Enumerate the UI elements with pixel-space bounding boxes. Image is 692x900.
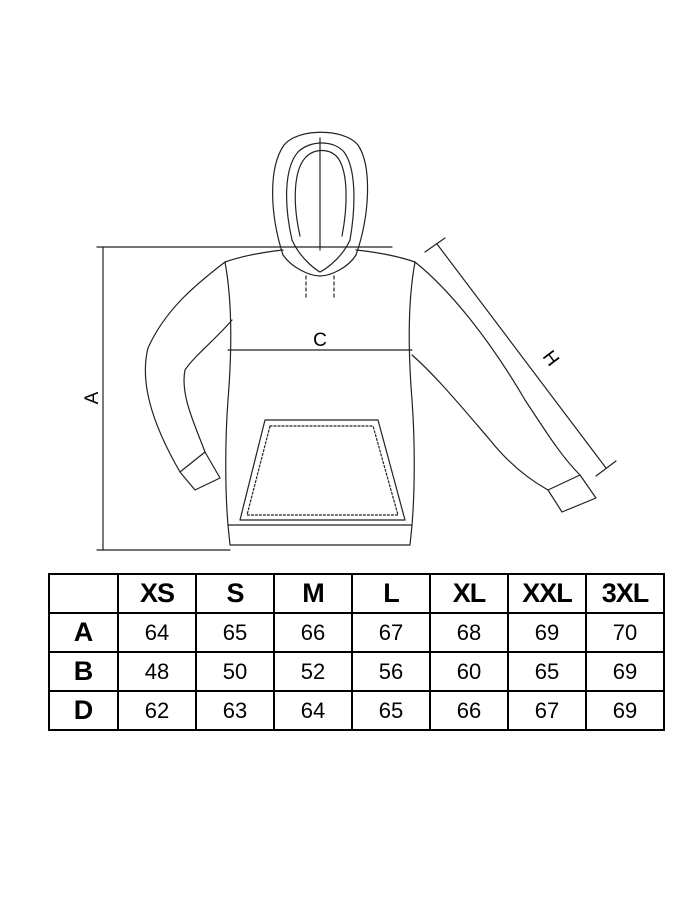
table-cell: 63 <box>195 690 275 731</box>
hood-inner-line <box>294 149 347 237</box>
size-chart-table: XS S M L XL XXL 3XL A 64 65 66 67 68 69 … <box>48 573 665 731</box>
body-right-side <box>408 261 416 526</box>
row-label: A <box>48 612 119 653</box>
hood-outline <box>272 131 369 256</box>
table-cell: 69 <box>585 651 665 692</box>
table-cell: 70 <box>585 612 665 653</box>
size-header: XL <box>429 573 509 614</box>
sleeve-right <box>414 261 581 476</box>
table-cell: 65 <box>195 612 275 653</box>
table-cell: 67 <box>351 612 431 653</box>
dim-h-line <box>436 243 607 469</box>
table-cell: 65 <box>507 651 587 692</box>
table-cell: 62 <box>117 690 197 731</box>
label-a: A <box>82 391 103 404</box>
table-header-row: XS S M L XL XXL 3XL <box>48 573 665 614</box>
size-header: M <box>273 573 353 614</box>
size-header: 3XL <box>585 573 665 614</box>
table-row: A 64 65 66 67 68 69 70 <box>48 612 665 653</box>
table-cell: 64 <box>117 612 197 653</box>
size-header: XS <box>117 573 197 614</box>
hood-opening <box>286 142 355 273</box>
table-cell: 50 <box>195 651 275 692</box>
table-cell: 66 <box>429 690 509 731</box>
neckline <box>282 254 357 277</box>
size-header: XXL <box>507 573 587 614</box>
label-h: H <box>538 347 563 371</box>
kangaroo-pocket <box>239 419 406 521</box>
sleeve-left <box>144 261 226 473</box>
table-cell: 67 <box>507 690 587 731</box>
table-cell: 66 <box>273 612 353 653</box>
table-cell: 52 <box>273 651 353 692</box>
body-left-side <box>224 261 232 526</box>
table-cell: 48 <box>117 651 197 692</box>
cuff-right <box>547 474 597 513</box>
table-cell: 68 <box>429 612 509 653</box>
table-cell: 69 <box>585 690 665 731</box>
size-header: L <box>351 573 431 614</box>
label-c: C <box>313 330 327 351</box>
table-row: D 62 63 64 65 66 67 69 <box>48 690 665 731</box>
table-corner-cell <box>48 573 119 614</box>
table-cell: 56 <box>351 651 431 692</box>
table-cell: 64 <box>273 690 353 731</box>
row-label: D <box>48 690 119 731</box>
table-cell: 69 <box>507 612 587 653</box>
table-cell: 60 <box>429 651 509 692</box>
row-label: B <box>48 651 119 692</box>
table-row: B 48 50 52 56 60 65 69 <box>48 651 665 692</box>
waistband <box>227 524 413 546</box>
hoodie-size-diagram: A C H <box>82 131 617 551</box>
table-cell: 65 <box>351 690 431 731</box>
cuff-left <box>179 451 221 491</box>
size-header: S <box>195 573 275 614</box>
